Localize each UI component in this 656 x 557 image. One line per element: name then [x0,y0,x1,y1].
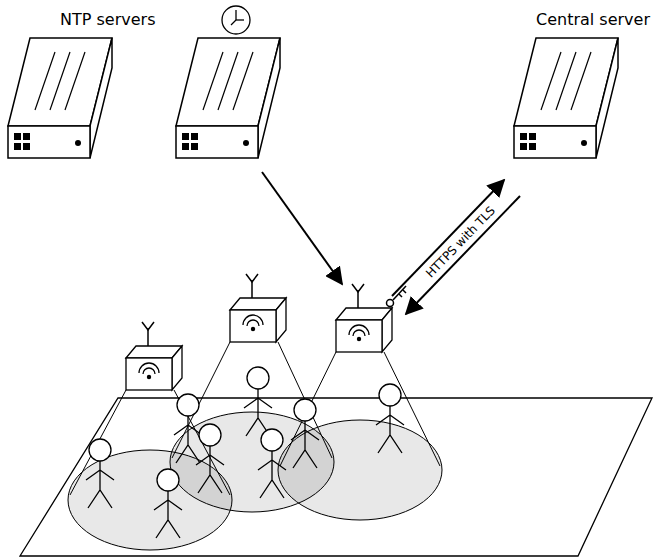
connection-label: HTTPS with TLS [422,202,499,282]
key-icon [387,286,407,307]
clock-icon [222,6,250,34]
server-heading: Central server [536,12,650,28]
floor [20,398,652,556]
people [86,367,404,538]
group-heading: NTP servers [60,12,155,28]
